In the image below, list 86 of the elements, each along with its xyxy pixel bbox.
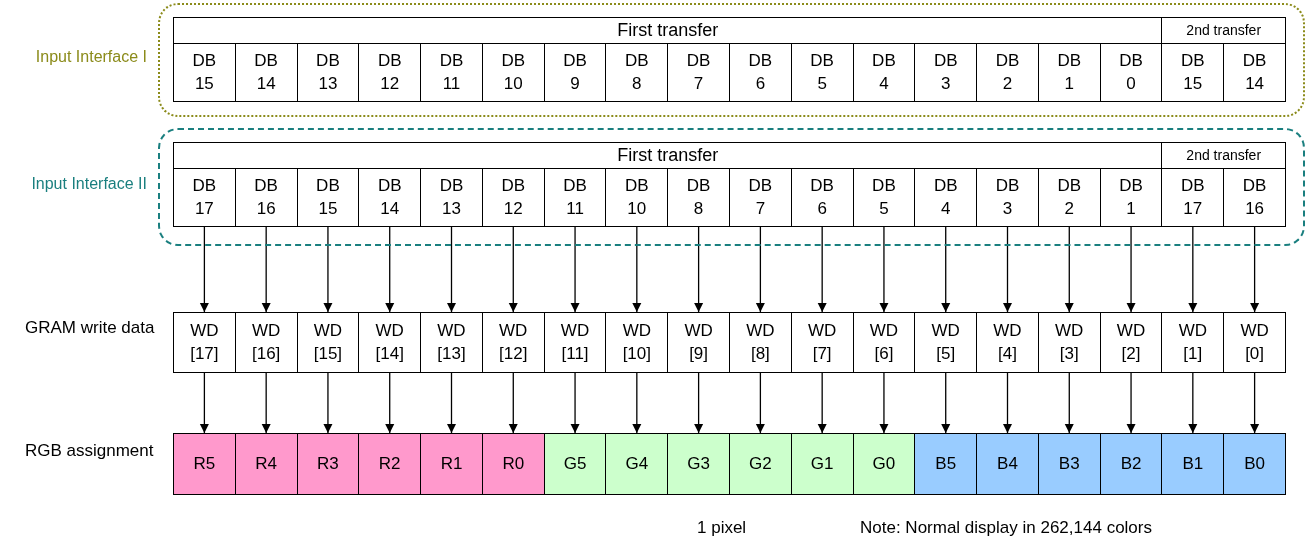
arrow	[1250, 226, 1260, 313]
register-cell: WD [14]	[358, 312, 422, 373]
register-cell: R3	[296, 433, 360, 495]
row-label: RGB assignment	[25, 440, 155, 462]
arrow	[261, 226, 271, 313]
register-cell: B4	[976, 433, 1039, 495]
arrow	[1126, 372, 1136, 434]
arrow	[199, 372, 209, 434]
arrow	[694, 226, 704, 313]
register-cell: WD [13]	[420, 312, 483, 373]
arrow	[755, 372, 765, 434]
register-cell: DB 16	[1223, 168, 1286, 227]
arrow	[447, 226, 456, 313]
note-text: 1 pixel	[697, 517, 748, 539]
register-cell: R4	[234, 433, 298, 495]
register-cell: WD [15]	[296, 312, 360, 373]
register-cell: First transfer	[173, 17, 1163, 44]
note-text: Note: Normal display in 262,144 colors	[860, 517, 1153, 539]
register-cell: B3	[1037, 433, 1101, 495]
register-cell: B2	[1099, 433, 1163, 495]
register-cell: G3	[667, 433, 730, 495]
register-cell: B0	[1223, 433, 1286, 495]
arrow	[1003, 226, 1012, 313]
arrow	[508, 226, 518, 313]
arrow	[694, 372, 704, 434]
register-cell: R0	[481, 433, 545, 495]
arrow	[508, 372, 518, 434]
arrow	[879, 372, 889, 434]
register-cell: WD [8]	[729, 312, 792, 373]
register-cell: 2nd transfer	[1161, 17, 1286, 44]
arrow	[632, 372, 642, 434]
register-cell: R2	[358, 433, 422, 495]
arrow	[1064, 226, 1074, 313]
register-cell: WD [3]	[1037, 312, 1101, 373]
register-cell: WD [10]	[605, 312, 669, 373]
register-cell: WD [2]	[1099, 312, 1163, 373]
register-cell: WD [5]	[914, 312, 978, 373]
register-cell: DB 15	[173, 43, 236, 102]
arrow	[1188, 372, 1198, 434]
register-cell: WD [0]	[1223, 312, 1286, 373]
row-label: GRAM write data	[25, 317, 156, 339]
register-cell: B5	[914, 433, 978, 495]
arrow	[323, 372, 333, 434]
register-cell: WD [6]	[852, 312, 916, 373]
register-cell: WD [12]	[481, 312, 545, 373]
arrow	[1250, 372, 1260, 434]
arrow	[323, 226, 333, 313]
register-cell: 2nd transfer	[1161, 142, 1286, 169]
register-cell: G4	[605, 433, 669, 495]
register-cell: WD [4]	[976, 312, 1039, 373]
register-cell: B1	[1161, 433, 1225, 495]
arrow	[447, 372, 456, 434]
group-label: Input Interface I	[34, 48, 147, 66]
arrow	[261, 372, 271, 434]
arrow	[817, 372, 827, 434]
register-cell: WD [16]	[234, 312, 298, 373]
register-cell: G0	[852, 433, 916, 495]
group-label: Input Interface II	[30, 175, 147, 193]
register-cell: WD [7]	[790, 312, 854, 373]
arrow	[817, 226, 827, 313]
register-cell: WD [17]	[173, 312, 236, 373]
register-cell: DB 14	[1223, 43, 1286, 102]
arrow	[1188, 226, 1198, 313]
register-cell: First transfer	[173, 142, 1163, 169]
register-cell: WD [1]	[1161, 312, 1225, 373]
arrow	[199, 226, 209, 313]
arrow	[385, 226, 395, 313]
register-cell: R5	[173, 433, 236, 495]
arrow	[570, 372, 580, 434]
arrow	[1126, 226, 1136, 313]
arrow	[1064, 372, 1074, 434]
arrow	[755, 226, 765, 313]
arrow	[570, 226, 580, 313]
register-cell: G5	[543, 433, 607, 495]
register-cell: WD [9]	[667, 312, 730, 373]
arrow	[941, 226, 951, 313]
arrow	[1003, 372, 1012, 434]
arrow	[632, 226, 642, 313]
register-cell: R1	[420, 433, 483, 495]
register-cell: WD [11]	[543, 312, 607, 373]
arrow	[879, 226, 889, 313]
arrow	[385, 372, 395, 434]
register-cell: G1	[790, 433, 854, 495]
register-cell: DB 17	[173, 168, 236, 227]
arrow	[941, 372, 951, 434]
register-cell: G2	[729, 433, 792, 495]
